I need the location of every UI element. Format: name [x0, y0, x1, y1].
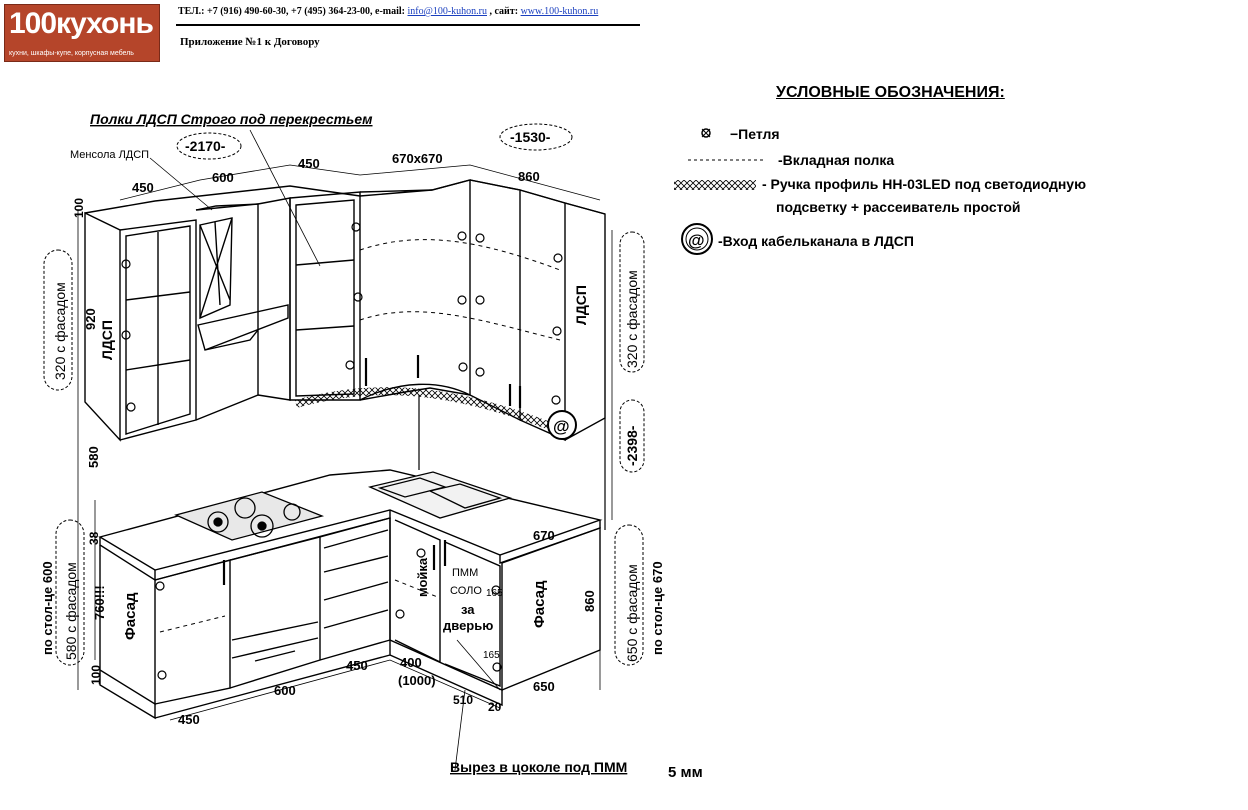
- dimension-lines: [77, 129, 613, 771]
- bracket-note: Менсола ЛДСП: [70, 149, 149, 161]
- tabletop-600: по стол-це 600: [40, 561, 55, 655]
- hinge-icon: [155, 548, 502, 680]
- dishwasher-label-2: СОЛО: [450, 585, 482, 597]
- lower-cabinets: [98, 469, 603, 720]
- facade-320-left: 320 с фасадом: [52, 282, 68, 380]
- facade-left-label: Фасад: [122, 592, 139, 640]
- facade-320-right: 320 с фасадом: [624, 270, 640, 368]
- dim-760: 760!!!: [92, 585, 107, 620]
- hob: [174, 491, 325, 541]
- dim-100-bottom: 100: [89, 665, 103, 685]
- company-logo: 100кухонь кухни, шкафы-купе, корпусная м…: [4, 4, 160, 62]
- dim-670: 670: [533, 528, 555, 543]
- plinth-5mm-label: 5 мм: [668, 764, 703, 781]
- facade-650: 650 с фасадом: [624, 564, 640, 662]
- logo-subtitle: кухни, шкафы-купе, корпусная мебель: [9, 50, 134, 57]
- hinge-icon: [121, 222, 563, 412]
- site-link[interactable]: www.100-kuhon.ru: [520, 6, 599, 17]
- header-rule: [176, 24, 640, 26]
- dim-1000: (1000): [398, 673, 436, 688]
- dim-165-a: 165: [486, 588, 503, 599]
- handle-icon: [222, 355, 522, 585]
- ldsp-left: ЛДСП: [99, 320, 115, 360]
- dim-450-c: 450: [346, 658, 368, 673]
- dim-600-b: 600: [274, 683, 296, 698]
- svg-text:@: @: [553, 417, 570, 436]
- email-link[interactable]: info@100-kuhon.ru: [407, 6, 487, 17]
- dim-400: 400: [400, 655, 422, 670]
- dim-920: 920: [83, 308, 98, 330]
- dim-860-b: 860: [582, 590, 597, 612]
- facade-580: 580 с фасадом: [63, 562, 79, 660]
- ldsp-right: ЛДСП: [573, 285, 589, 325]
- dim-580: 580: [86, 446, 101, 468]
- svg-text:@: @: [688, 231, 705, 250]
- dim-650: 650: [533, 679, 555, 694]
- shelves-note: Полки ЛДСП Строго под перекрестьем: [90, 111, 373, 127]
- legend-handle-label: - Ручка профиль НН-03LED под светодиодну…: [762, 176, 1087, 192]
- legend-handle-label-2: подсветку + рассеиватель простой: [776, 199, 1021, 215]
- legend-shelf-label: -Вкладная полка: [778, 152, 895, 168]
- cable-entry-icon: @: [547, 410, 577, 440]
- dim-670x670: 670х670: [392, 151, 443, 166]
- contacts-phones: ТЕЛ.: +7 (916) 490-60-30, +7 (495) 364-2…: [178, 6, 406, 17]
- behind-door-1: за: [461, 602, 475, 617]
- sink-label: мойка: [415, 557, 430, 597]
- upper-cabinets: [84, 179, 606, 442]
- upper-left-width: -2170-: [185, 138, 226, 154]
- plinth-cutout-label: Вырез в цоколе под ПММ: [450, 759, 627, 775]
- dim-20: 20: [488, 700, 502, 714]
- contacts-line: ТЕЛ.: +7 (916) 490-60-30, +7 (495) 364-2…: [178, 6, 598, 17]
- dim-450-d: 450: [178, 712, 200, 727]
- walls: [418, 395, 606, 530]
- legend-cable-label: -Вход кабельканала в ЛДСП: [718, 233, 914, 249]
- legend-title: УСЛОВНЫЕ ОБОЗНАЧЕНИЯ:: [776, 84, 1005, 101]
- contract-annex: Приложение №1 к Договору: [180, 36, 320, 48]
- dim-510: 510: [453, 693, 473, 707]
- dim-450-a: 450: [132, 180, 154, 195]
- dim-450-b: 450: [298, 156, 320, 171]
- logo-title: 100кухонь: [9, 7, 154, 40]
- dim-165-b: 165: [483, 650, 500, 661]
- dim-860-a: 860: [518, 169, 540, 184]
- cable-entry-icon: @: [681, 223, 713, 255]
- hinge-icon: [701, 128, 711, 138]
- tabletop-670: по стол-це 670: [650, 561, 665, 655]
- dishwasher-label-1: ПММ: [452, 567, 478, 579]
- sink: [367, 471, 513, 519]
- facade-right-label: Фасад: [531, 580, 548, 628]
- upper-right-width: -1530-: [510, 129, 551, 145]
- dim-600-a: 600: [212, 170, 234, 185]
- behind-door-2: дверью: [443, 618, 493, 633]
- site-prefix: , сайт:: [489, 6, 519, 17]
- hatch-icon: [674, 180, 756, 190]
- legend-hinge-label: −Петля: [730, 126, 780, 142]
- dim-100-top: 100: [72, 198, 86, 218]
- dimension-ellipses: [43, 123, 645, 666]
- dim-38: 38: [87, 531, 101, 545]
- total-right-width: -2398-: [624, 425, 640, 466]
